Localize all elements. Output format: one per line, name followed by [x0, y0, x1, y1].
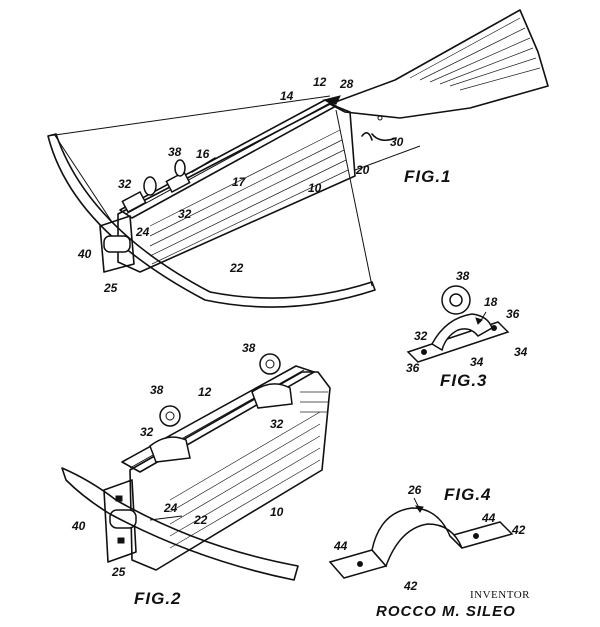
- ref-numeral: 36: [506, 307, 520, 321]
- ref-numeral: 22: [193, 513, 208, 527]
- ref-numeral: 32: [118, 177, 132, 191]
- figure-1-label: FIG.1: [404, 167, 452, 186]
- clip-ring: [143, 176, 157, 196]
- ref-numeral: 32: [178, 207, 192, 221]
- section-top-rail: [121, 365, 315, 473]
- front-block: [99, 215, 135, 273]
- inventor-block: INVENTOR ROCCO M. SILEO: [376, 589, 530, 620]
- crossbow-body: [117, 103, 356, 273]
- inventor-name: ROCCO M. SILEO: [376, 603, 516, 620]
- trigger: [371, 133, 397, 142]
- ref-numeral: 38: [242, 341, 256, 355]
- ref-numeral: 34: [470, 355, 484, 369]
- ref-numeral: 32: [270, 417, 284, 431]
- ref-numeral: 17: [232, 175, 247, 189]
- rifle-stock: [329, 9, 549, 119]
- ref-numeral: 38: [168, 145, 182, 159]
- clip-saddle: [431, 313, 493, 352]
- fig3-reference-numerals: 38 18 36 32 34 36 34: [406, 269, 528, 375]
- ref-numeral: 10: [308, 181, 322, 195]
- clip-ring: [159, 405, 181, 427]
- ref-numeral: 30: [390, 135, 404, 149]
- top-rail: [119, 99, 337, 219]
- clip-ring: [259, 353, 281, 375]
- ref-numeral: 32: [140, 425, 154, 439]
- ref-numeral: 20: [355, 163, 370, 177]
- bow-string: [47, 95, 373, 287]
- fig4-reference-numerals: 26 44 42 44 42: [333, 483, 526, 593]
- ref-numeral: 40: [71, 519, 86, 533]
- section-body: [129, 371, 331, 571]
- ref-numeral: 24: [135, 225, 150, 239]
- ref-numeral: 24: [163, 501, 178, 515]
- ref-numeral: 12: [198, 385, 212, 399]
- body-wood-grain: [149, 129, 349, 265]
- ref-numeral: 22: [229, 261, 244, 275]
- ref-numeral: 25: [111, 565, 126, 579]
- fig2-reference-numerals: 38 38 12 32 32 24 22 10 40 25: [71, 341, 284, 579]
- ref-numeral: 28: [339, 77, 354, 91]
- figure-3-clip: 38 18 36 32 34 36 34 FIG.3: [406, 269, 528, 390]
- cable: [354, 145, 421, 171]
- ref-numeral: 38: [456, 269, 470, 283]
- figure-4-bracket: 26 44 42 44 42 FIG.4: [328, 483, 526, 593]
- bolt-holder: [103, 235, 131, 253]
- figure-2-front-section: 38 38 12 32 32 24 22 10 40 25 FIG.2: [61, 341, 331, 608]
- section-bow-limb: [61, 467, 299, 581]
- ref-numeral: 14: [280, 89, 294, 103]
- ref-numeral: 18: [484, 295, 498, 309]
- ref-numeral: 10: [270, 505, 284, 519]
- ref-numeral: 25: [103, 281, 118, 295]
- figure-1-crossbow: 12 28 14 30 38 16 17 20 32 32 10 24 40 2…: [47, 9, 549, 308]
- ref-numeral: 44: [333, 539, 348, 553]
- clip-assembly: [121, 157, 216, 214]
- ref-numeral: 42: [511, 523, 526, 537]
- ref-numeral: 32: [414, 329, 428, 343]
- section-front-block: [103, 479, 137, 563]
- clip-ring: [174, 159, 186, 177]
- section-clips: [149, 353, 293, 463]
- ref-numeral: 16: [196, 147, 210, 161]
- ref-numeral: 26: [407, 483, 422, 497]
- bolt-tip: [322, 95, 341, 105]
- stock-wood-grain: [409, 17, 541, 91]
- ref-numeral: 36: [406, 361, 420, 375]
- figure-4-label: FIG.4: [444, 485, 492, 504]
- figure-3-label: FIG.3: [440, 371, 488, 390]
- trigger-pin: [377, 115, 383, 121]
- fig1-reference-numerals: 12 28 14 30 38 16 17 20 32 32 10 24 40 2…: [77, 75, 404, 295]
- ref-numeral: 44: [481, 511, 496, 525]
- ref-numeral: 40: [77, 247, 92, 261]
- inventor-label: INVENTOR: [470, 589, 530, 601]
- figure-2-label: FIG.2: [134, 589, 182, 608]
- section-wood-grain: [169, 391, 328, 549]
- ref-numeral: 38: [150, 383, 164, 397]
- ref-numeral: 12: [313, 75, 327, 89]
- sight: [361, 132, 373, 141]
- ref-numeral: 34: [514, 345, 528, 359]
- ref-numeral: 42: [403, 579, 418, 593]
- bracket-saddle: [371, 507, 463, 568]
